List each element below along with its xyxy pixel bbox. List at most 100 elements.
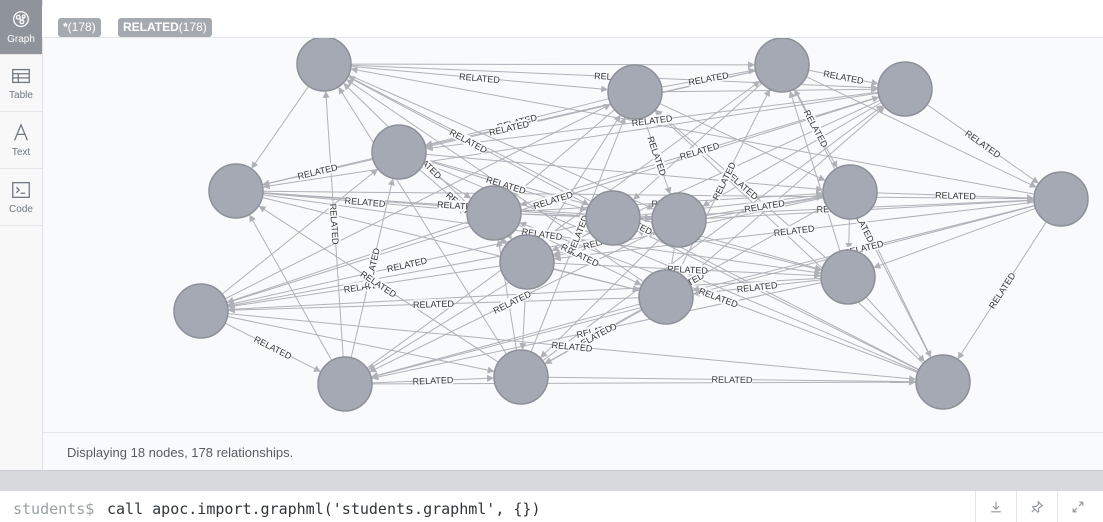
query-editor[interactable]: students$ call apoc.import.graphml('stud… [0, 491, 1103, 522]
relationship-edge[interactable] [350, 66, 1035, 195]
result-header: *(178) RELATED(178) [42, 6, 1103, 38]
table-icon [12, 68, 30, 84]
graph-node[interactable] [915, 354, 971, 410]
pin-button[interactable] [1016, 491, 1057, 522]
graph-node[interactable] [877, 61, 933, 117]
expand-button[interactable] [1057, 491, 1098, 522]
rel-pill-count: (178) [178, 20, 207, 34]
graph-node[interactable] [754, 38, 810, 93]
relationship-edge[interactable] [542, 105, 884, 362]
relationship-label-bg [459, 71, 500, 85]
sidebar-item-graph[interactable]: Graph [0, 0, 42, 55]
relationship-edge[interactable] [224, 104, 611, 300]
relationship-edge[interactable] [541, 114, 621, 240]
relationship-edge[interactable] [637, 230, 920, 371]
relationship-edge[interactable] [659, 102, 826, 181]
node-pill-label: * [63, 20, 68, 34]
relationship-edge[interactable] [788, 90, 841, 252]
relationship-edge[interactable] [251, 85, 310, 169]
relationship-edge[interactable] [262, 92, 879, 190]
relationship-label: RELATED [551, 340, 593, 354]
relationship-edge[interactable] [249, 214, 333, 361]
relationship-label: RELATED [386, 255, 429, 274]
view-sidebar: Graph Table Text Code [0, 0, 43, 470]
graph-node[interactable] [317, 356, 373, 412]
relationship-label-bg [698, 285, 739, 310]
relationship-edge[interactable] [338, 86, 508, 355]
relationship-label: RELATED [532, 189, 574, 211]
relationship-edge[interactable] [686, 106, 885, 280]
graph-node[interactable] [585, 190, 641, 246]
graph-node[interactable] [651, 192, 707, 248]
relationship-label-bg [986, 270, 1018, 311]
graph-node[interactable] [820, 249, 876, 305]
graph-node[interactable] [499, 234, 555, 290]
graph-node[interactable] [607, 64, 663, 120]
relationship-edge[interactable] [348, 74, 655, 210]
graph-node[interactable] [296, 38, 352, 92]
relationship-label-bg [822, 68, 865, 86]
graph-node[interactable] [173, 283, 229, 339]
relationship-label: RELATED [413, 299, 455, 310]
graph-node[interactable] [638, 269, 694, 325]
relationship-edge[interactable] [873, 207, 1036, 269]
relationship-label: RELATED [773, 223, 815, 238]
graph-node[interactable] [493, 349, 549, 405]
download-button[interactable] [975, 491, 1016, 522]
relationship-label-bg [491, 288, 533, 316]
relationship-label-bg [344, 195, 386, 209]
relationship-label: RELATED [688, 70, 730, 87]
relationship-edge[interactable] [540, 238, 661, 359]
resize-divider[interactable] [0, 470, 1103, 491]
relationship-type-pill[interactable]: RELATED(178) [118, 18, 212, 37]
relationship-edge[interactable] [806, 76, 1037, 188]
relationship-label-bg [736, 279, 778, 295]
relationship-label: RELATED [459, 72, 501, 86]
graph-node[interactable] [371, 124, 427, 180]
sidebar-item-table[interactable]: Table [0, 55, 42, 112]
node-label-pill[interactable]: *(178) [58, 18, 101, 37]
relationship-edge[interactable] [227, 316, 495, 374]
relationship-edge[interactable] [425, 153, 824, 193]
relationship-edge[interactable] [865, 296, 925, 362]
text-icon [13, 123, 29, 141]
graph-svg[interactable]: RELATED RELATED RELATED RELATED RELATED RELAT… [43, 38, 1103, 432]
graph-node[interactable] [822, 164, 878, 220]
relationship-label-bg [711, 374, 753, 385]
relationship-label-bg [963, 128, 1003, 160]
relationship-edge[interactable] [226, 221, 469, 304]
relationship-edge[interactable] [702, 102, 882, 207]
relationship-edge[interactable] [350, 61, 755, 69]
relationship-edge[interactable] [371, 378, 916, 386]
relationship-edge[interactable] [221, 168, 378, 295]
relationship-label-bg [551, 339, 593, 354]
relationship-label-bg [485, 174, 527, 196]
relationship-label: RELATED [412, 375, 454, 387]
graph-node[interactable] [208, 163, 264, 219]
relationship-label-bg [532, 189, 574, 211]
relationship-label-bg [328, 203, 341, 245]
relationship-label-bg [565, 214, 591, 255]
graph-canvas[interactable]: RELATED RELATED RELATED RELATED RELATED RELAT… [43, 38, 1103, 432]
graph-node[interactable] [466, 185, 522, 241]
relationship-edge[interactable] [553, 268, 640, 293]
relationship-label: RELATED [987, 270, 1018, 310]
relationship-label-bg [773, 223, 815, 238]
relationship-label: RELATED [645, 135, 668, 177]
relationship-edge[interactable] [514, 109, 615, 196]
relationship-label-bg [687, 69, 730, 88]
sidebar-item-text[interactable]: Text [0, 112, 42, 169]
sidebar-item-label: Graph [7, 34, 35, 45]
sidebar-item-code[interactable]: Code [0, 169, 42, 226]
relationship-label-bg [935, 189, 976, 202]
relationship-label: RELATED [667, 264, 709, 276]
graph-node[interactable] [1033, 171, 1089, 227]
relationship-label-bg [296, 161, 339, 182]
relationship-label: RELATED [712, 375, 753, 386]
node-pill-count: (178) [67, 20, 96, 34]
relationship-edge[interactable] [366, 80, 761, 369]
relationship-edge[interactable] [262, 190, 1034, 203]
relationship-label-bg [252, 333, 294, 362]
query-input[interactable]: call apoc.import.graphml('students.graph… [107, 500, 541, 518]
relationship-edge[interactable] [633, 82, 763, 200]
